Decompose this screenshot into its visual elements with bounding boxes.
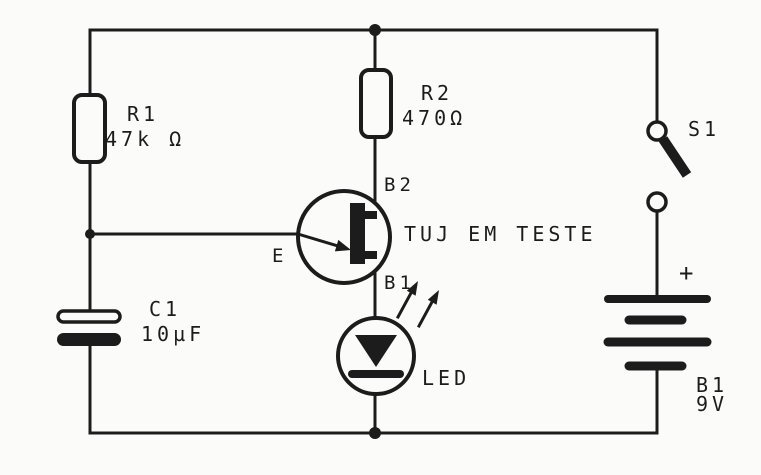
resistor-r1 [72, 93, 107, 164]
label-ujt-caption: TUJ EM TESTE [404, 222, 597, 246]
label-battery-voltage: 9V [696, 392, 728, 416]
ujt-emitter-line [296, 232, 340, 248]
resistor-r1-body [72, 93, 107, 164]
label-c1-value: 10µF [141, 322, 205, 346]
label-ujt-base2: B2 [384, 174, 415, 196]
label-s1: S1 [688, 117, 720, 141]
ujt-transistor [296, 189, 392, 285]
resistor-r2 [359, 68, 393, 139]
switch-lever [658, 136, 692, 178]
label-battery-name: B1 [696, 373, 728, 397]
label-r1-name: R1 [127, 102, 159, 126]
capacitor-plate-bottom [57, 333, 121, 346]
resistor-r2-body [359, 68, 393, 139]
label-ujt-emitter: E [272, 245, 287, 267]
capacitor-plate-top [56, 309, 122, 324]
switch-pole-top [646, 120, 668, 142]
led-light-ray-2 [416, 299, 435, 329]
junction-dot-left [85, 229, 95, 239]
switch-pole-bottom [646, 191, 668, 213]
junction-dot-bottom [369, 427, 381, 439]
ujt-base-bar [350, 203, 365, 264]
switch-s1 [646, 120, 692, 213]
led-light-ray-2-arrowhead [427, 290, 439, 305]
capacitor-c1 [56, 309, 122, 346]
label-r1-value: 47k Ω [105, 127, 185, 151]
junction-dot-top [369, 24, 381, 36]
led-light-ray-1 [395, 290, 414, 320]
labels: R1 47k Ω R2 470Ω B2 E B1 TUJ EM TESTE C1… [105, 81, 728, 416]
led-light-ray-1-arrowhead [406, 281, 418, 296]
label-r2-value: 470Ω [402, 106, 466, 130]
ujt-base2-stub [364, 211, 377, 219]
label-r2-name: R2 [421, 81, 453, 105]
battery-b1 [603, 295, 712, 371]
label-battery-polarity: + [679, 259, 693, 287]
label-ujt-base1: B1 [384, 272, 415, 294]
led-triangle [355, 335, 397, 367]
label-led: LED [422, 366, 470, 390]
label-c1-name: C1 [149, 297, 181, 321]
led [336, 281, 439, 396]
ujt-emitter-arrowhead [334, 239, 351, 252]
ujt-base1-stub [364, 251, 377, 259]
